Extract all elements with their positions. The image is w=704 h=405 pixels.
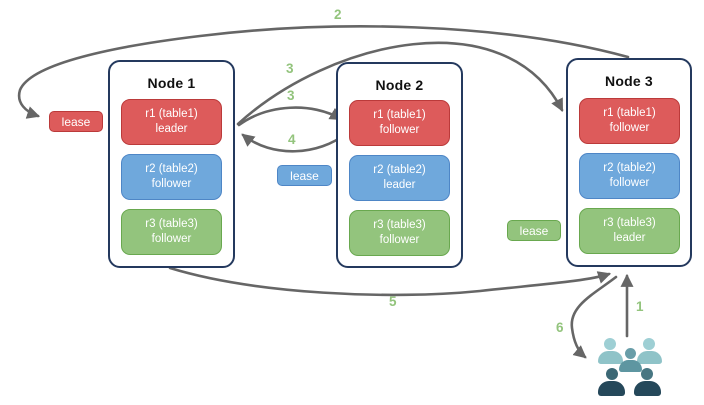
person-light xyxy=(604,338,616,350)
replica-role: follower xyxy=(609,122,650,134)
replica-role: follower xyxy=(151,178,192,190)
replica-role: follower xyxy=(151,233,192,245)
arrow-step6 xyxy=(570,275,618,359)
node-2-replica-r2: r2 (table2) leader xyxy=(349,155,450,201)
node-2-replica-r1: r1 (table1) follower xyxy=(349,100,450,146)
person-light xyxy=(643,338,655,350)
node-3-replica-r3: r3 (table3) leader xyxy=(579,208,680,254)
lease-badge-table2: lease xyxy=(277,165,332,186)
node-3: Node 3 r1 (table1) follower r2 (table2) … xyxy=(566,58,692,267)
step-number-3a: 3 xyxy=(286,61,294,76)
replica-label: r1 (table1) xyxy=(373,109,426,122)
person-medium xyxy=(625,348,636,359)
step-number-4: 4 xyxy=(288,132,296,147)
replica-label: r1 (table1) xyxy=(145,108,198,121)
replica-label: r3 (table3) xyxy=(603,217,656,230)
person-dark xyxy=(641,368,653,380)
arrow-step5 xyxy=(168,266,612,297)
node-1: Node 1 r1 (table1) leader r2 (table2) fo… xyxy=(108,60,235,268)
replica-label: r3 (table3) xyxy=(373,219,426,232)
node-1-replica-r3: r3 (table3) follower xyxy=(121,209,222,255)
person-dark xyxy=(606,368,618,380)
node-2-title: Node 2 xyxy=(375,77,424,93)
person-dark-body xyxy=(634,381,661,396)
lease-badge-table1: lease xyxy=(49,111,103,132)
node-1-replica-r2: r2 (table2) follower xyxy=(121,154,222,200)
node-3-replica-r1: r1 (table1) follower xyxy=(579,98,680,144)
step-number-5: 5 xyxy=(389,294,397,309)
replica-role: follower xyxy=(379,124,420,136)
person-dark-body xyxy=(598,381,625,396)
person-light-body xyxy=(637,351,662,364)
person-medium-body xyxy=(619,360,642,372)
node-3-replica-r2: r2 (table2) follower xyxy=(579,153,680,199)
node-1-replica-r1: r1 (table1) leader xyxy=(121,99,222,145)
node-1-title: Node 1 xyxy=(147,75,196,91)
replica-label: r2 (table2) xyxy=(373,164,426,177)
arrow-step3-long xyxy=(236,41,564,126)
step-number-2: 2 xyxy=(334,7,342,22)
person-light-body xyxy=(598,351,623,364)
node-2-replica-r3: r3 (table3) follower xyxy=(349,210,450,256)
replica-label: r3 (table3) xyxy=(145,218,198,231)
replica-role: leader xyxy=(155,123,188,135)
replica-role: leader xyxy=(383,179,416,191)
step-number-6: 6 xyxy=(556,320,564,335)
replica-role: follower xyxy=(609,177,650,189)
replica-role: leader xyxy=(613,232,646,244)
arrow-step3-short xyxy=(237,106,343,127)
replica-label: r2 (table2) xyxy=(603,162,656,175)
step-number-3b: 3 xyxy=(287,88,295,103)
step-number-1: 1 xyxy=(636,299,644,314)
arrow-step2 xyxy=(17,25,630,119)
lease-badge-table3: lease xyxy=(507,220,561,241)
node-3-title: Node 3 xyxy=(605,73,653,89)
replica-label: r1 (table1) xyxy=(603,107,656,120)
users-group-icon xyxy=(593,333,669,399)
replica-label: r2 (table2) xyxy=(145,163,198,176)
replica-role: follower xyxy=(379,234,420,246)
node-2: Node 2 r1 (table1) follower r2 (table2) … xyxy=(336,62,463,268)
